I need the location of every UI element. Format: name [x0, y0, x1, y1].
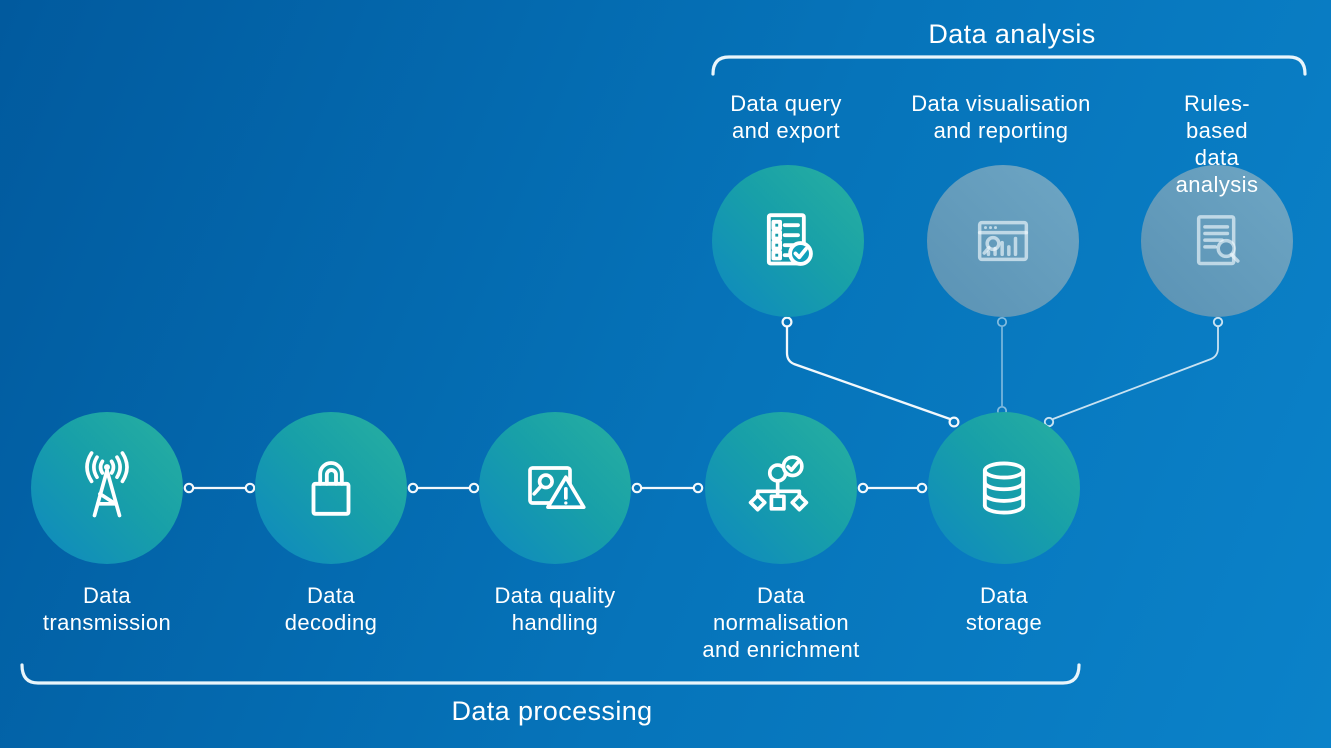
label-rules-based-analysis: Rules-based data analysis — [1175, 91, 1259, 197]
processing-group-title: Data processing — [451, 696, 653, 726]
flow-connector-1 — [183, 482, 256, 494]
radio-tower-icon — [67, 448, 147, 528]
visualisation-to-storage-connector — [996, 316, 1008, 417]
node-rules-based-analysis — [1141, 165, 1293, 317]
label-data-query-export: Data query and export — [730, 91, 842, 143]
label-data-storage: Data storage — [965, 583, 1043, 635]
node-data-storage — [928, 412, 1080, 564]
node-data-decoding — [255, 412, 407, 564]
rules-to-storage-connector — [1043, 316, 1224, 428]
node-data-transmission — [31, 412, 183, 564]
label-data-quality-handling: Data quality handling — [494, 583, 616, 635]
query-to-storage-connector — [781, 316, 960, 428]
node-data-query-export — [712, 165, 864, 317]
analysis-group-title: Data analysis — [928, 19, 1096, 49]
processing-group-bracket — [20, 663, 1081, 685]
flow-connector-3 — [631, 482, 704, 494]
label-data-visualisation: Data visualisation and reporting — [911, 91, 1091, 143]
node-data-normalisation — [705, 412, 857, 564]
flow-connector-2 — [407, 482, 480, 494]
label-data-decoding: Data decoding — [284, 583, 378, 635]
node-data-quality-handling — [479, 412, 631, 564]
analysis-group-bracket — [711, 55, 1307, 76]
checklist-check-icon — [748, 201, 828, 281]
flow-connector-4 — [857, 482, 928, 494]
document-search-icon — [1177, 201, 1257, 281]
node-data-visualisation — [927, 165, 1079, 317]
image-warning-icon — [515, 448, 595, 528]
dashboard-chart-icon — [963, 201, 1043, 281]
padlock-icon — [291, 448, 371, 528]
flowchart-check-icon — [741, 448, 821, 528]
database-icon — [964, 448, 1044, 528]
label-data-transmission: Data transmission — [42, 583, 172, 635]
label-data-normalisation: Data normalisation and enrichment — [702, 583, 860, 662]
